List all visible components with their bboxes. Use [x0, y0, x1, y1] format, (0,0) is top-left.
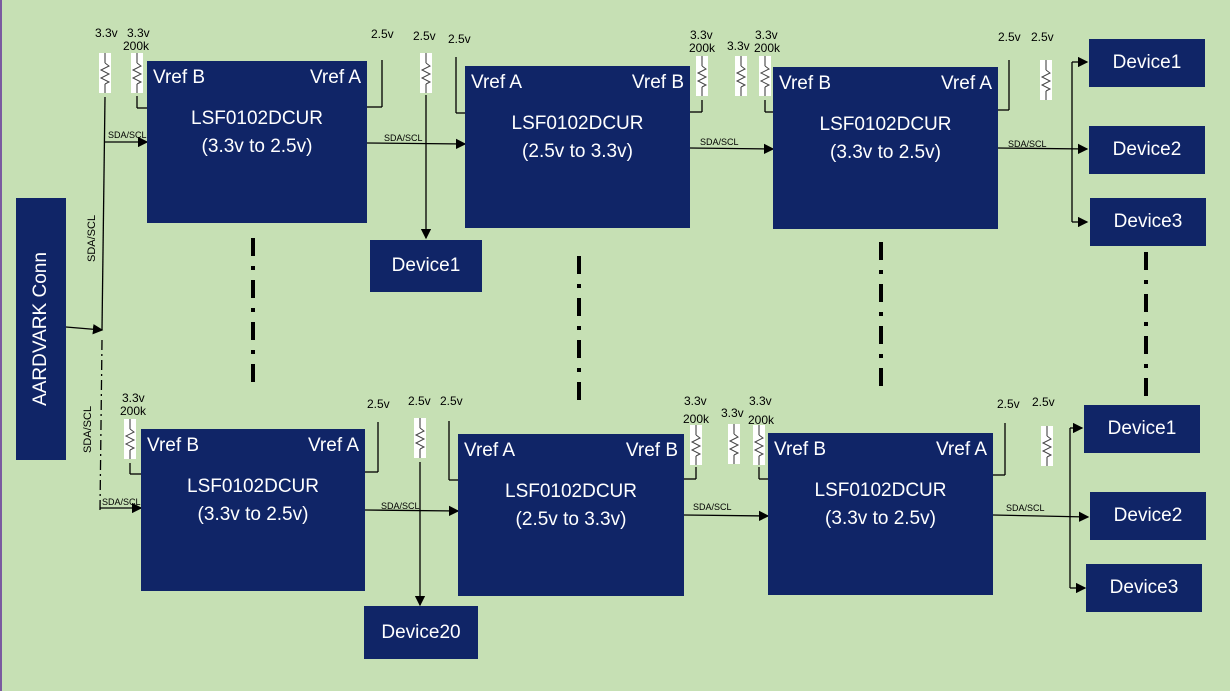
level-shifter-chip: Vref B Vref A LSF0102DCUR (3.3v to 2.5v)	[147, 61, 367, 223]
bus-label: SDA/SCL	[1008, 139, 1047, 149]
device-box: Device1	[370, 240, 482, 292]
voltage-label: 2.5v	[997, 397, 1020, 411]
bus-label: SDA/SCL	[108, 130, 147, 140]
vref-left-label: Vref A	[471, 72, 523, 93]
voltage-label: 2.5v	[408, 394, 431, 408]
bus-label: SDA/SCL	[384, 133, 423, 143]
bus-label-vertical: SDA/SCL	[86, 214, 98, 262]
pullup-resistor-icon	[759, 56, 771, 96]
pullup-resistor-icon	[728, 424, 740, 464]
vref-right-label: Vref A	[309, 67, 361, 88]
pullup-resistor-icon	[735, 56, 747, 96]
voltage-label: 3.3v	[690, 28, 713, 42]
resistor-label: 200k	[123, 39, 150, 53]
level-shifter-chip: Vref B Vref A LSF0102DCUR (3.3v to 2.5v)	[773, 67, 998, 229]
device-box: Device1	[1084, 405, 1200, 453]
device-box: Device3	[1086, 564, 1202, 612]
resistor-label: 200k	[689, 41, 716, 55]
chip-name: LSF0102DCUR	[819, 114, 952, 135]
vref-right-label: Vref A	[935, 439, 987, 460]
resistor-label: 200k	[683, 412, 710, 426]
chip-name: LSF0102DCUR	[505, 481, 637, 502]
voltage-label: 3.3v	[749, 394, 772, 408]
bus-label: SDA/SCL	[693, 502, 732, 512]
chip-range: (2.5v to 3.3v)	[515, 509, 627, 530]
vref-left-label: Vref B	[779, 73, 832, 94]
voltage-label: 2.5v	[998, 30, 1021, 44]
pullup-resistor-icon	[1041, 426, 1053, 466]
vref-left-label: Vref A	[464, 440, 516, 461]
voltage-label: 2.5v	[371, 27, 394, 41]
voltage-label: 3.3v	[122, 391, 145, 405]
level-shifter-chip: Vref A Vref B LSF0102DCUR (2.5v to 3.3v)	[458, 434, 684, 596]
voltage-label: 3.3v	[684, 394, 707, 408]
voltage-label: 3.3v	[721, 406, 744, 420]
vref-right-label: Vref A	[940, 73, 992, 94]
bus-label: SDA/SCL	[700, 137, 739, 147]
level-shifter-chip: Vref A Vref B LSF0102DCUR (2.5v to 3.3v)	[465, 66, 690, 228]
bus-label: SDA/SCL	[381, 501, 420, 511]
device-box: Device20	[364, 606, 478, 659]
chip-range: (3.3v to 2.5v)	[201, 136, 313, 157]
voltage-label: 2.5v	[1032, 395, 1055, 409]
vref-right-label: Vref B	[631, 72, 684, 93]
chip-name: LSF0102DCUR	[814, 480, 947, 501]
vref-right-label: Vref A	[307, 435, 359, 456]
voltage-label: 2.5v	[448, 32, 471, 46]
vref-left-label: Vref B	[147, 435, 200, 456]
resistor-label: 200k	[754, 41, 781, 55]
chip-name: LSF0102DCUR	[511, 113, 644, 134]
vref-left-label: Vref B	[774, 439, 827, 460]
voltage-label: 2.5v	[1031, 30, 1054, 44]
pullup-resistor-icon	[99, 53, 111, 93]
device-box: Device3	[1090, 198, 1206, 246]
vref-left-label: Vref B	[153, 67, 206, 88]
voltage-label: 2.5v	[367, 397, 390, 411]
chip-range: (3.3v to 2.5v)	[825, 508, 936, 529]
vref-right-label: Vref B	[625, 440, 678, 461]
voltage-label: 3.3v	[727, 39, 750, 53]
voltage-label: 3.3v	[127, 26, 150, 40]
bus-label: SDA/SCL	[1006, 503, 1045, 513]
level-shifter-chip: Vref B Vref A LSF0102DCUR (3.3v to 2.5v)	[141, 429, 365, 591]
aardvark-connector: AARDVARK Conn	[16, 198, 66, 460]
voltage-label: 2.5v	[413, 29, 436, 43]
voltage-label: 3.3v	[95, 26, 118, 40]
voltage-label: 3.3v	[755, 28, 778, 42]
chip-range: (2.5v to 3.3v)	[522, 141, 633, 162]
chip-range: (3.3v to 2.5v)	[197, 504, 309, 525]
chip-name: LSF0102DCUR	[187, 476, 319, 497]
pullup-resistor-icon	[753, 425, 765, 465]
pullup-resistor-icon	[696, 56, 708, 96]
resistor-label: 200k	[120, 404, 147, 418]
pullup-resistor-icon	[690, 425, 702, 465]
device-box: Device2	[1089, 126, 1205, 174]
voltage-label: 2.5v	[440, 394, 463, 408]
bus-label-vertical: SDA/SCL	[82, 405, 94, 453]
aardvark-label: AARDVARK Conn	[30, 252, 51, 406]
resistor-label: 200k	[748, 413, 775, 427]
pullup-resistor-icon	[414, 418, 426, 458]
pullup-resistor-icon	[420, 53, 432, 93]
bus-label: SDA/SCL	[102, 497, 141, 507]
chip-name: LSF0102DCUR	[191, 108, 323, 129]
chip-range: (3.3v to 2.5v)	[830, 142, 941, 163]
device-box: Device2	[1090, 492, 1206, 540]
pullup-resistor-icon	[131, 53, 143, 93]
pullup-resistor-icon	[124, 419, 136, 459]
level-shifter-chip: Vref B Vref A LSF0102DCUR (3.3v to 2.5v)	[768, 433, 993, 595]
pullup-resistor-icon	[1040, 60, 1052, 100]
device-box: Device1	[1089, 39, 1205, 87]
